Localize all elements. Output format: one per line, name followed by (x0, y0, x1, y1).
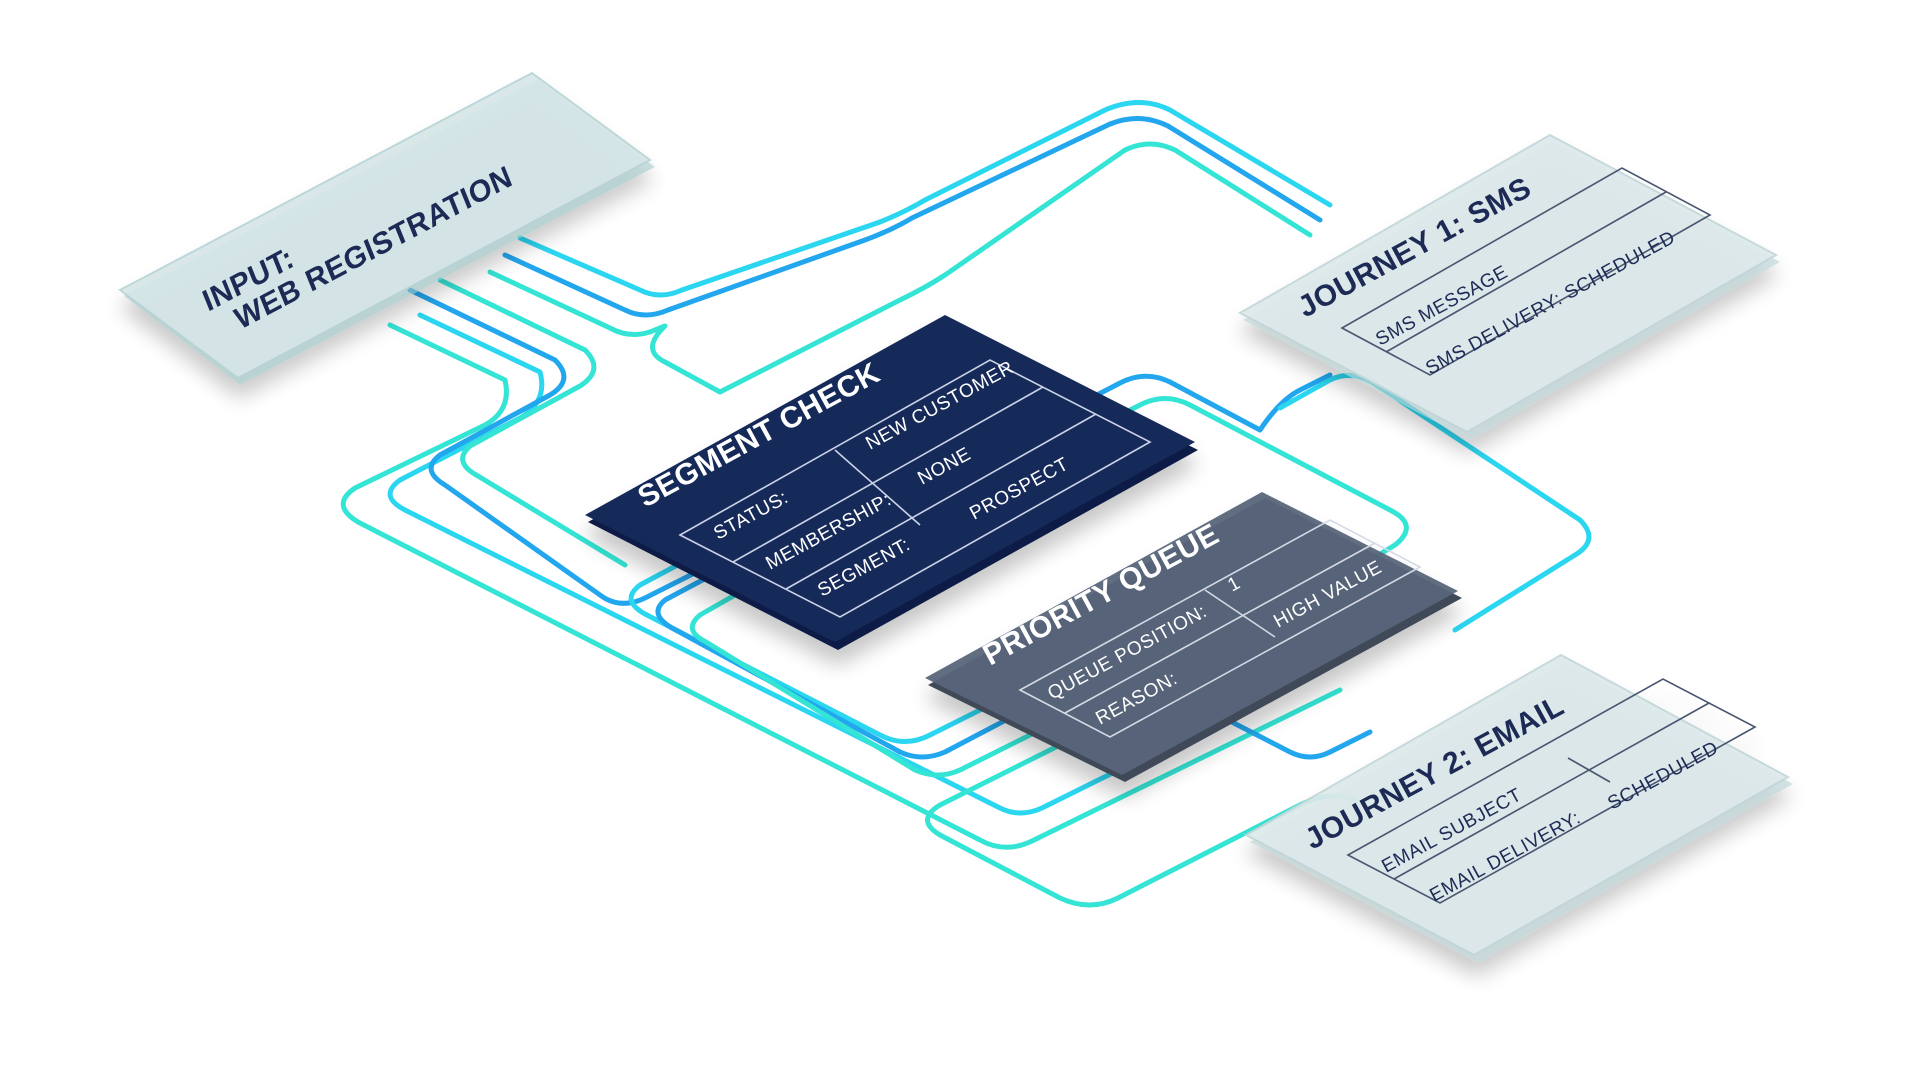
connector-input-to-segment-teal (437, 277, 628, 568)
connection-lines (340, 100, 1592, 908)
connector-priority-to-email (1157, 682, 1373, 760)
priority-queue-table (1018, 519, 1422, 738)
connector-input-to-segment (407, 287, 773, 606)
connector-lower-loop-teal (689, 572, 1143, 778)
connector-sms-to-right (1277, 373, 1592, 633)
journey-sms-table (1340, 167, 1712, 376)
connector-input-to-sms-top (517, 100, 1333, 298)
connector-input-to-email (340, 322, 1343, 850)
journey-email-card[interactable]: JOURNEY 2: EMAIL EMAIL SUBJECT EMAIL DEL… (1243, 653, 1793, 963)
journey-email-table (1346, 678, 1757, 904)
segment-check-table (678, 359, 1152, 618)
connector-input-to-sms-top-teal (487, 141, 1313, 395)
connector-input-to-sms-top-blue (502, 116, 1323, 318)
connector-segment-to-sms (1007, 372, 1333, 443)
input-card[interactable]: INPUT: WEB REGISTRATION (118, 71, 655, 385)
journey-sms-card[interactable]: JOURNEY 1: SMS SMS MESSAGE SMS DELIVERY:… (1237, 133, 1780, 440)
connector-input-to-email-inner (387, 312, 1323, 816)
